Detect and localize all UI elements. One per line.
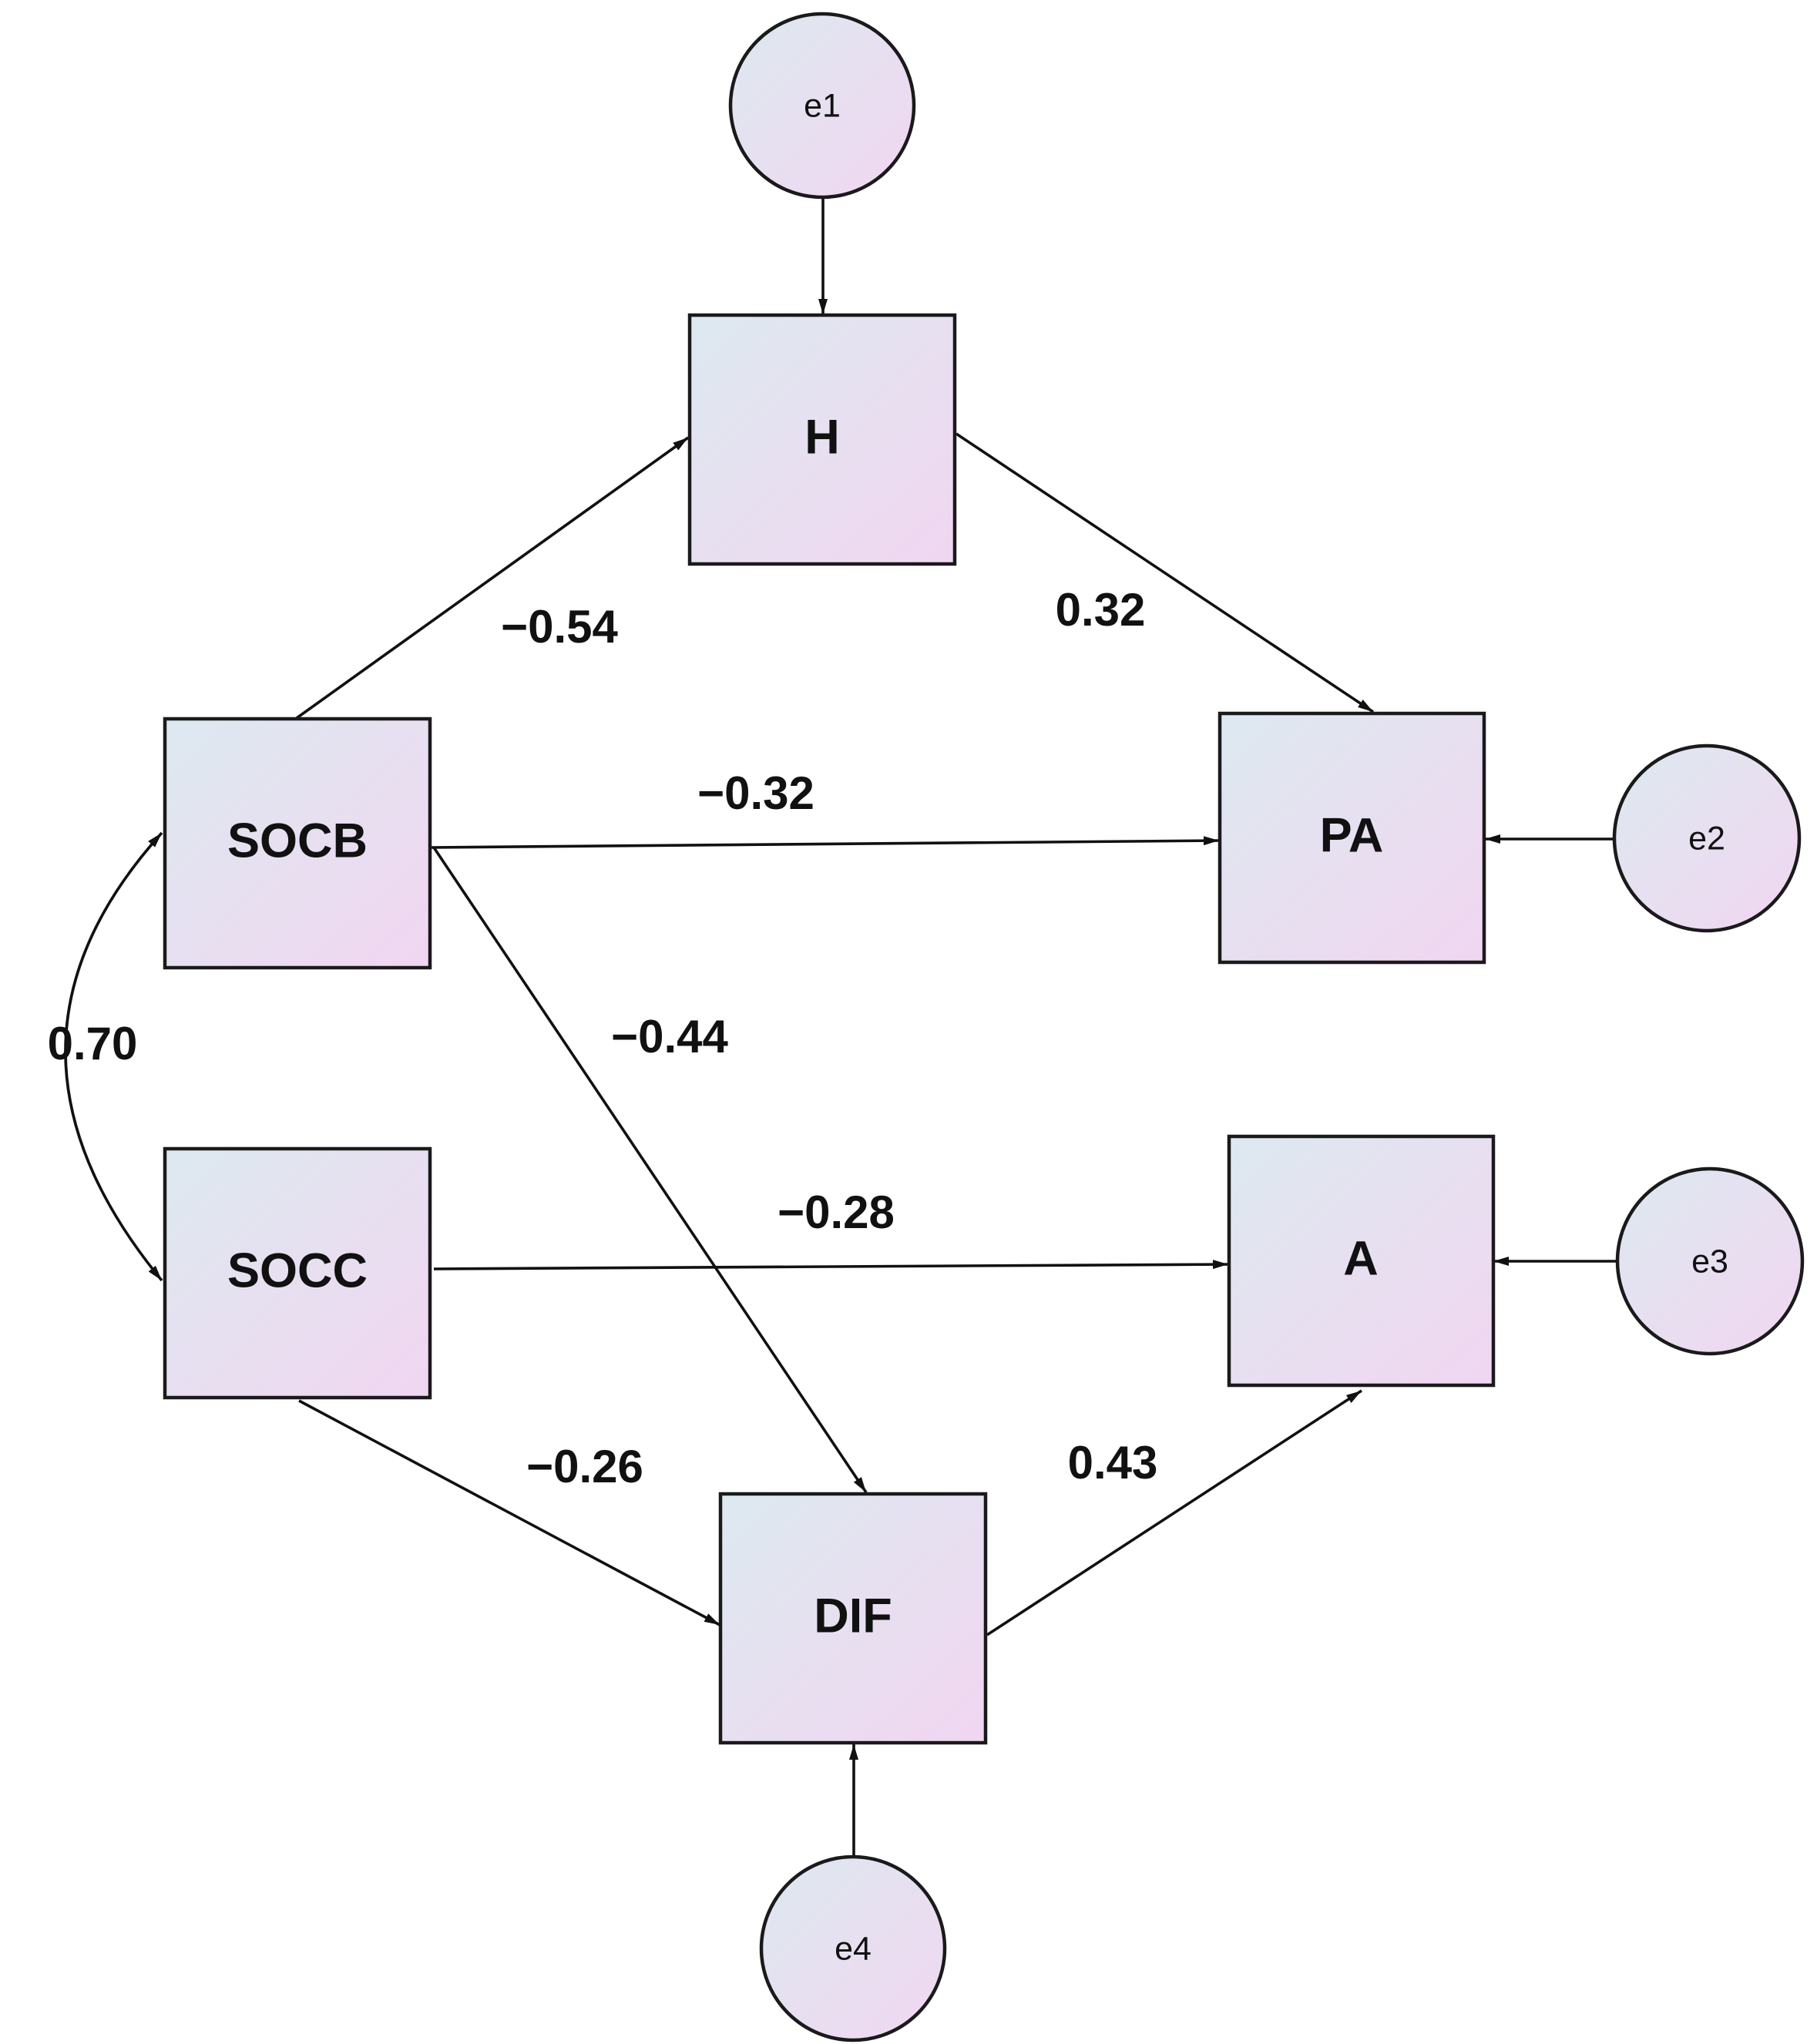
edge-socc-to-a — [433, 1260, 1229, 1270]
edge-h-to-pa — [956, 432, 1374, 713]
node-pa-box — [1217, 711, 1486, 965]
coef-socc-a: −0.28 — [778, 1186, 895, 1238]
error-e1-label: e1 — [804, 87, 841, 124]
coef-dif-a: 0.43 — [1068, 1437, 1158, 1489]
coef-socc-dif: −0.26 — [526, 1441, 643, 1492]
error-e3-label: e3 — [1691, 1243, 1728, 1280]
coef-socb-dif: −0.44 — [611, 1011, 728, 1062]
error-e1-circle — [728, 12, 916, 200]
edge-socb-to-dif — [432, 846, 868, 1494]
node-dif-label: DIF — [814, 1589, 892, 1643]
edge-socb-to-h — [295, 436, 690, 720]
error-e4-label: e4 — [835, 1930, 872, 1967]
error-e3-circle — [1615, 1166, 1805, 1356]
node-a-box — [1227, 1134, 1496, 1388]
node-socb-label: SOCB — [227, 814, 368, 868]
node-pa-label: PA — [1320, 809, 1384, 863]
coef-socb-pa: −0.32 — [697, 767, 814, 819]
coef-socb-h: −0.54 — [501, 601, 618, 653]
node-socb-box — [163, 717, 432, 970]
node-h-label: H — [804, 411, 840, 465]
node-h-box — [687, 313, 957, 566]
node-socc-label: SOCC — [227, 1244, 368, 1298]
node-dif-box — [718, 1492, 988, 1745]
edge-socc-to-dif — [298, 1399, 720, 1626]
edge-dif-to-a — [986, 1389, 1362, 1636]
edge-socb-to-pa — [430, 836, 1220, 849]
node-socc-box — [163, 1146, 432, 1400]
coef-h-pa: 0.32 — [1056, 584, 1146, 636]
node-a-label: A — [1343, 1232, 1379, 1286]
error-e4-circle — [759, 1854, 947, 2042]
error-e2-label: e2 — [1688, 820, 1725, 857]
edge-socb-socc-covariance — [64, 831, 163, 1282]
coef-socb-socc: 0.70 — [48, 1018, 138, 1069]
error-e2-circle — [1612, 743, 1802, 933]
